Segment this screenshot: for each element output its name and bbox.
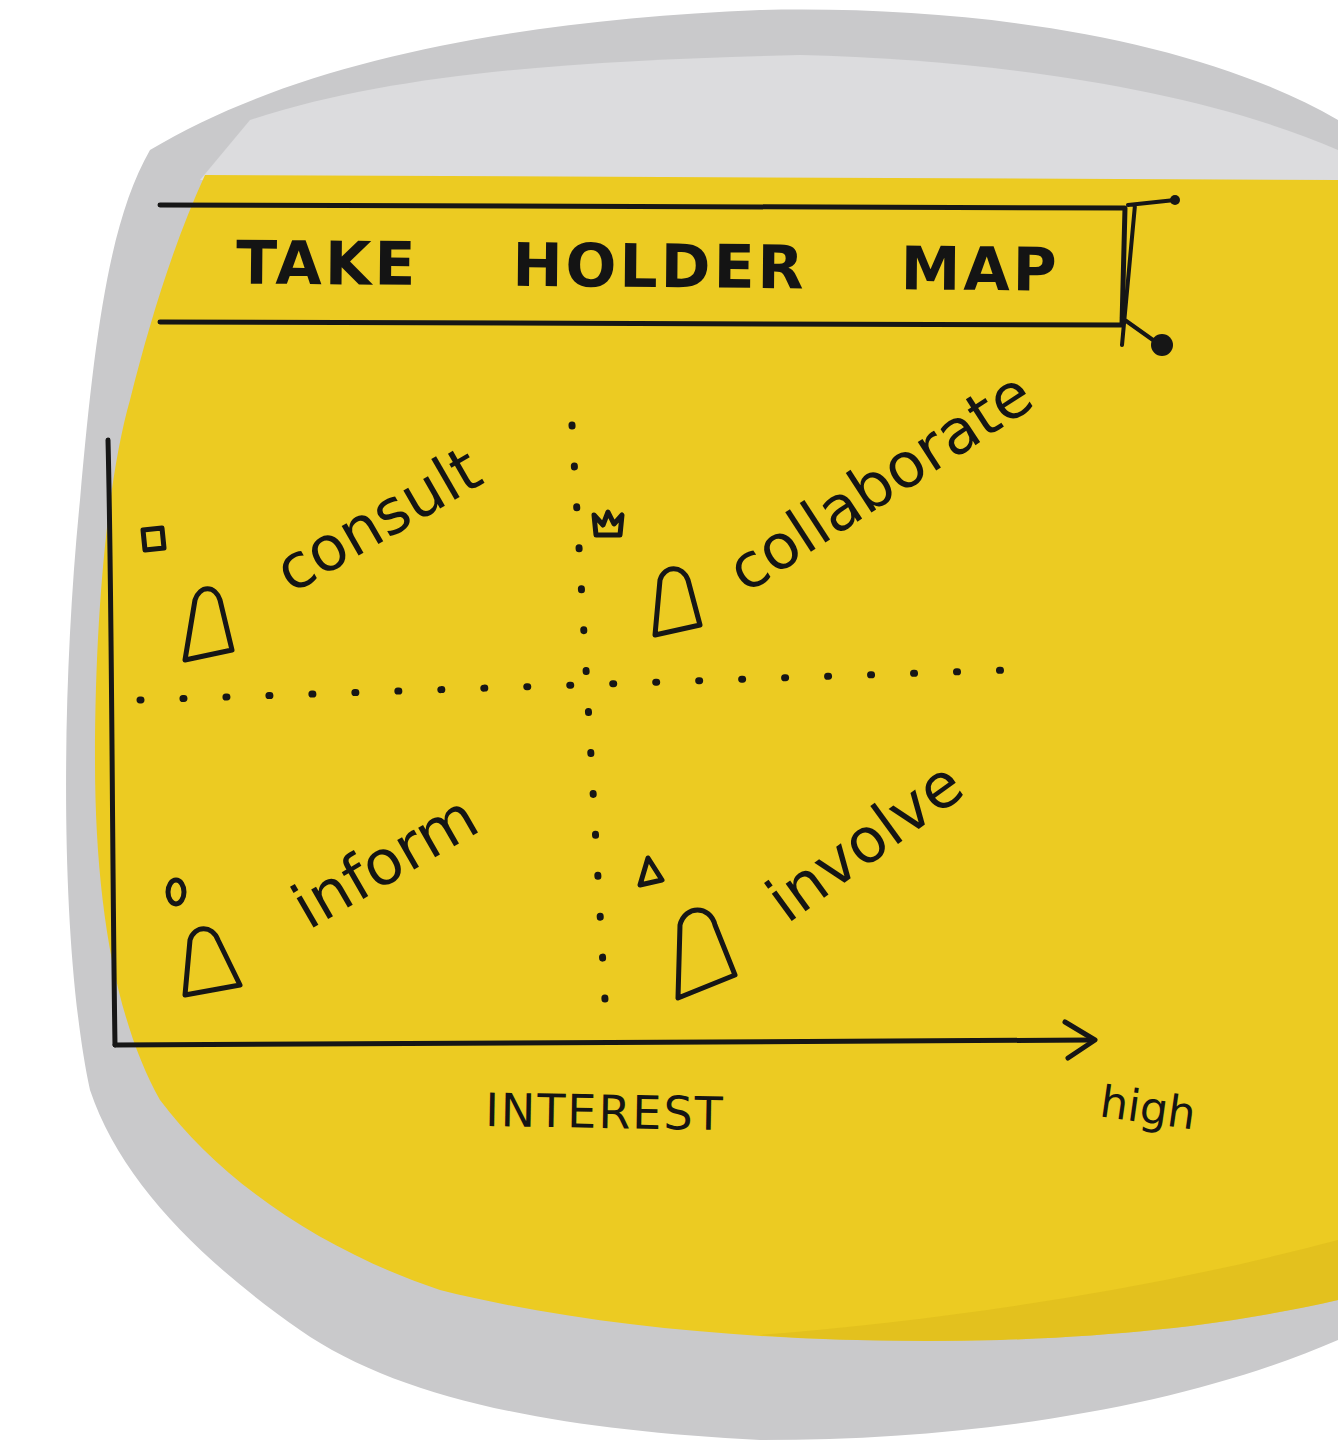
interest-axis <box>115 1040 1090 1045</box>
stakeholder-head-square <box>143 528 164 550</box>
bracket-dot <box>1170 195 1180 205</box>
note-shadow <box>760 1240 1338 1341</box>
stakeholder-head-circle <box>168 880 184 904</box>
axis-arrowhead <box>1065 1022 1095 1058</box>
axis-label: INTEREST <box>485 1087 725 1137</box>
stakeholder-figure <box>655 569 700 635</box>
grey-splash <box>66 10 1338 1440</box>
stakeholder-figure <box>678 910 735 998</box>
banner-bracket <box>1122 200 1175 345</box>
stakeholder-figure <box>185 929 240 995</box>
yellow-note <box>95 175 1338 1341</box>
stakeholder-head-triangle <box>640 858 662 885</box>
power-axis <box>108 440 115 1045</box>
bracket-dot <box>1151 334 1173 356</box>
grey-splash-light <box>200 55 1338 180</box>
stakeholder-head-crown <box>594 512 622 535</box>
stakeholder-figure <box>185 589 232 660</box>
map-title: TAKE HOLDER MAP <box>236 232 1060 299</box>
axis-end-label: high <box>1097 1080 1198 1137</box>
quadrant-divider <box>140 670 1010 700</box>
quadrant-divider <box>572 425 605 1000</box>
title-banner <box>160 205 1125 325</box>
